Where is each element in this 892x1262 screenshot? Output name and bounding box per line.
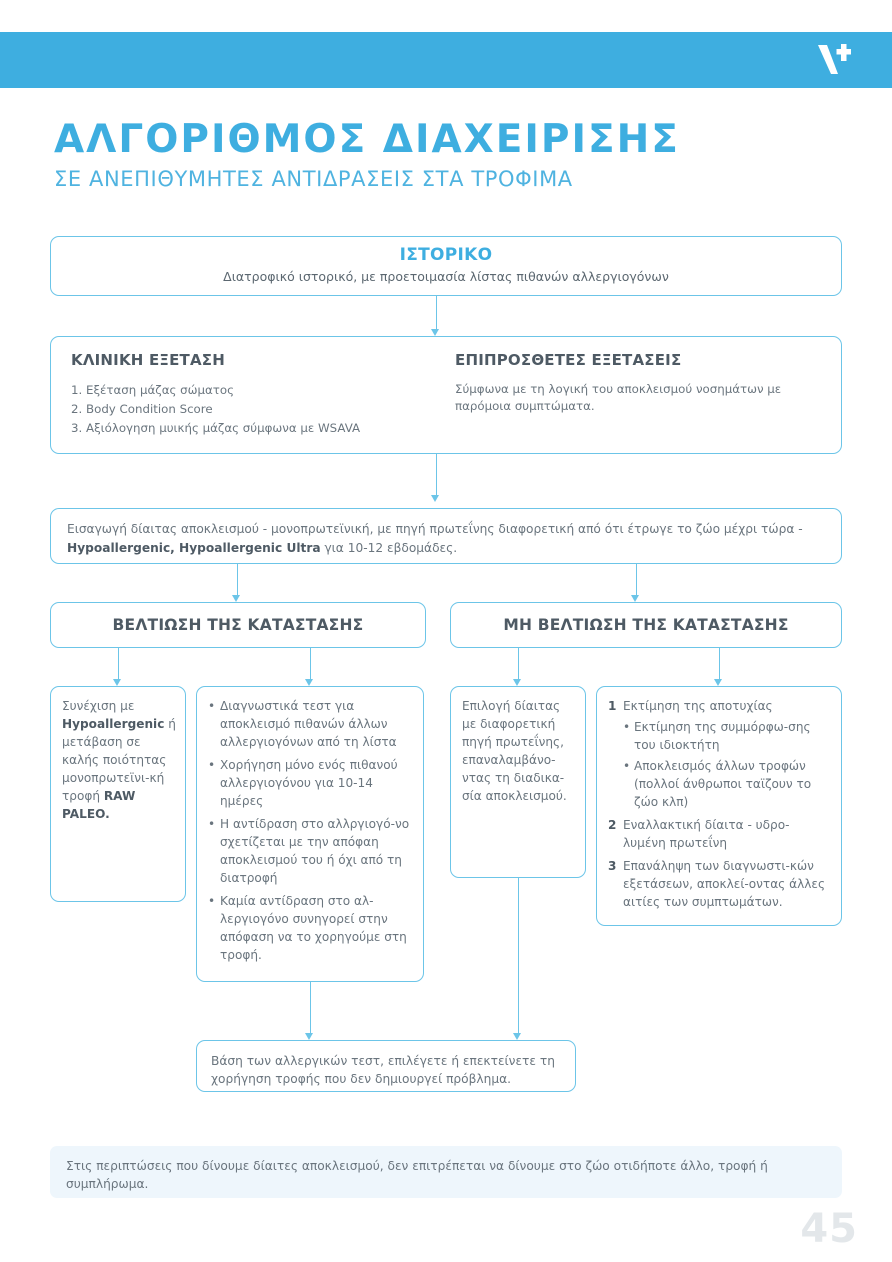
column-alternative-diet: Επιλογή δίαιτας με διαφορετική πηγή πρωτ…	[450, 686, 586, 878]
column-4-body: 1 Εκτίμηση της αποτυχίας Εκτίμηση της συμ…	[608, 697, 832, 916]
column-3-body: Επιλογή δίαιτας με διαφορετική πηγή πρωτ…	[462, 697, 576, 805]
history-subtitle: Διατροφικό ιστορικό, με προετοιμασία λίσ…	[223, 269, 669, 284]
summary-text: Βάση των αλλεργικών τεστ, επιλέγετε ή επ…	[211, 1054, 555, 1086]
list-item-text: Επανάληψη των διαγνωστι-κών εξετάσεων, α…	[623, 859, 826, 909]
additional-exams-heading: ΕΠΙΠΡΟΣΘΕΤΕΣ ΕΞΕΤΑΣΕΙΣ	[455, 351, 682, 369]
list-item-number: 2	[608, 818, 617, 832]
improvement-label: ΒΕΛΤΙΩΣΗ ΤΗΣ ΚΑΤΑΣΤΑΣΗΣ	[112, 616, 364, 634]
clinical-exam-box: ΚΛΙΝΙΚΗ ΕΞΕΤΑΣΗ 1. Εξέταση μάζας σώματος…	[50, 336, 842, 454]
improvement-box: ΒΕΛΤΙΩΣΗ ΤΗΣ ΚΑΤΑΣΤΑΣΗΣ	[50, 602, 426, 648]
connector-diet-improve	[237, 564, 239, 595]
column-diagnostic-tests: Διαγνωστικά τεστ για αποκλεισμό πιθανών …	[196, 686, 424, 982]
list-item: Η αντίδραση στο αλλργιογό-νο σχετίζεται …	[208, 815, 414, 887]
list-item: Διαγνωστικά τεστ για αποκλεισμό πιθανών …	[208, 697, 414, 751]
connector-improve-col1-arrow	[113, 679, 121, 686]
column-4-list: 1 Εκτίμηση της αποτυχίας Εκτίμηση της συμ…	[608, 697, 832, 911]
list-item: 1 Εκτίμηση της αποτυχίας Εκτίμηση της συμ…	[608, 697, 832, 811]
list-item: 2 Εναλλακτική δίαιτα - υδρο-λυμένη πρωτεΐ…	[608, 816, 832, 852]
connector-noimprove-col3	[518, 648, 520, 679]
no-improvement-box: ΜΗ ΒΕΛΤΙΩΣΗ ΤΗΣ ΚΑΤΑΣΤΑΣΗΣ	[450, 602, 842, 648]
clinical-exam-item: 2. Body Condition Score	[71, 402, 213, 416]
connector-col3-summary-arrow	[513, 1033, 521, 1040]
col1-text-1: Συνέχιση με	[62, 699, 135, 713]
connector-col2-summary-arrow	[305, 1033, 313, 1040]
connector-exam-diet	[436, 454, 438, 495]
additional-exams-column: ΕΠΙΠΡΟΣΘΕΤΕΣ ΕΞΕΤΑΣΕΙΣ Σύμφωνα με τη λογ…	[455, 351, 827, 415]
connector-noimprove-col4-arrow	[714, 679, 722, 686]
column-continue-hypoallergenic: Συνέχιση με Hypoallergenic ή μετάβαση σε…	[50, 686, 186, 902]
clinical-exam-item: 3. Αξιόλογηση μυικής μάζας σύμφωνα με WS…	[71, 421, 361, 435]
summary-box: Βάση των αλλεργικών τεστ, επιλέγετε ή επ…	[196, 1040, 576, 1092]
sub-list-item: Εκτίμηση της συμμόρφω-σης του ιδιοκτήτη	[623, 718, 832, 754]
v-plus-logo	[814, 41, 858, 79]
header-band	[0, 32, 892, 88]
connector-diet-noimprove-arrow	[631, 595, 639, 602]
exclusion-diet-text: Εισαγωγή δίαιτας αποκλεισμού - μονοπρωτε…	[67, 520, 825, 558]
connector-improve-col1	[118, 648, 120, 679]
list-item-text: Εκτίμηση της αποτυχίας	[623, 699, 773, 713]
column-1-body: Συνέχιση με Hypoallergenic ή μετάβαση σε…	[62, 697, 176, 823]
history-box: ΙΣΤΟΡΙΚΟ Διατροφικό ιστορικό, με προετοι…	[50, 236, 842, 296]
column-3-text: Επιλογή δίαιτας με διαφορετική πηγή πρωτ…	[462, 699, 567, 803]
connector-improve-col2-arrow	[305, 679, 313, 686]
clinical-exam-item: 1. Εξέταση μάζας σώματος	[71, 383, 235, 397]
sub-list-item: Αποκλεισμός άλλων τροφών (πολλοί άνθρωπο…	[623, 757, 832, 811]
column-1-text: Συνέχιση με Hypoallergenic ή μετάβαση σε…	[62, 697, 176, 823]
exclusion-diet-products: Hypoallergenic, Hypoallergenic Ultra	[67, 541, 321, 555]
connector-col3-summary	[518, 878, 520, 1033]
connector-improve-col2	[310, 648, 312, 679]
connector-exam-diet-arrow	[431, 495, 439, 502]
list-item-number: 3	[608, 859, 617, 873]
connector-diet-noimprove	[636, 564, 638, 595]
list-item: Καμία αντίδραση στο αλ-λεργιογόνο συνηγο…	[208, 892, 414, 964]
column-2-body: Διαγνωστικά τεστ για αποκλεισμό πιθανών …	[208, 697, 414, 969]
connector-history-exam-arrow	[431, 329, 439, 336]
list-item-number: 1	[608, 699, 617, 713]
connector-col2-summary	[310, 982, 312, 1033]
no-improvement-label: ΜΗ ΒΕΛΤΙΩΣΗ ΤΗΣ ΚΑΤΑΣΤΑΣΗΣ	[503, 616, 789, 634]
exclusion-diet-text-2: για 10-12 εβδομάδες.	[320, 541, 458, 555]
additional-exams-text: Σύμφωνα με τη λογική του αποκλεισμού νοσ…	[455, 382, 782, 413]
column-2-list: Διαγνωστικά τεστ για αποκλεισμό πιθανών …	[208, 697, 414, 964]
footnote-text: Στις περιπτώσεις που δίνουμε δίαιτες απο…	[66, 1159, 768, 1191]
col1-bold-1: Hypoallergenic	[62, 717, 165, 731]
page-title: ΑΛΓΟΡΙΘΜΟΣ ΔΙΑΧΕΙΡΙΣΗΣ	[54, 117, 680, 162]
col1-bold-2: RAW PALEO.	[62, 789, 136, 821]
connector-history-exam	[436, 296, 438, 329]
list-item: Χορήγηση μόνο ενός πιθανού αλλεργιογόνου…	[208, 756, 414, 810]
page-number: 45	[800, 1206, 858, 1252]
column-4-sublist: Εκτίμηση της συμμόρφω-σης του ιδιοκτήτη …	[623, 718, 832, 811]
clinical-exam-heading: ΚΛΙΝΙΚΗ ΕΞΕΤΑΣΗ	[71, 351, 225, 369]
exclusion-diet-text-1: Εισαγωγή δίαιτας αποκλεισμού - μονοπρωτε…	[67, 522, 803, 536]
history-title: ΙΣΤΟΡΙΚΟ	[399, 245, 493, 265]
connector-noimprove-col4	[719, 648, 721, 679]
list-item: 3 Επανάληψη των διαγνωστι-κών εξετάσεων, …	[608, 857, 832, 911]
connector-diet-improve-arrow	[232, 595, 240, 602]
list-item-text: Εναλλακτική δίαιτα - υδρο-λυμένη πρωτεΐν…	[623, 818, 790, 850]
column-failure-assessment: 1 Εκτίμηση της αποτυχίας Εκτίμηση της συμ…	[596, 686, 842, 926]
exclusion-diet-box: Εισαγωγή δίαιτας αποκλεισμού - μονοπρωτε…	[50, 508, 842, 564]
connector-noimprove-col3-arrow	[513, 679, 521, 686]
footnote-box: Στις περιπτώσεις που δίνουμε δίαιτες απο…	[50, 1146, 842, 1198]
col1-text-2: ή μετάβαση σε καλής ποιότητας μονοπρωτεϊ…	[62, 717, 176, 803]
page-subtitle: ΣΕ ΑΝΕΠΙΘΥΜΗΤΕΣ ΑΝΤΙΔΡΑΣΕΙΣ ΣΤΑ ΤΡΟΦΙΜΑ	[54, 167, 573, 191]
clinical-exam-column: ΚΛΙΝΙΚΗ ΕΞΕΤΑΣΗ 1. Εξέταση μάζας σώματος…	[71, 351, 441, 438]
